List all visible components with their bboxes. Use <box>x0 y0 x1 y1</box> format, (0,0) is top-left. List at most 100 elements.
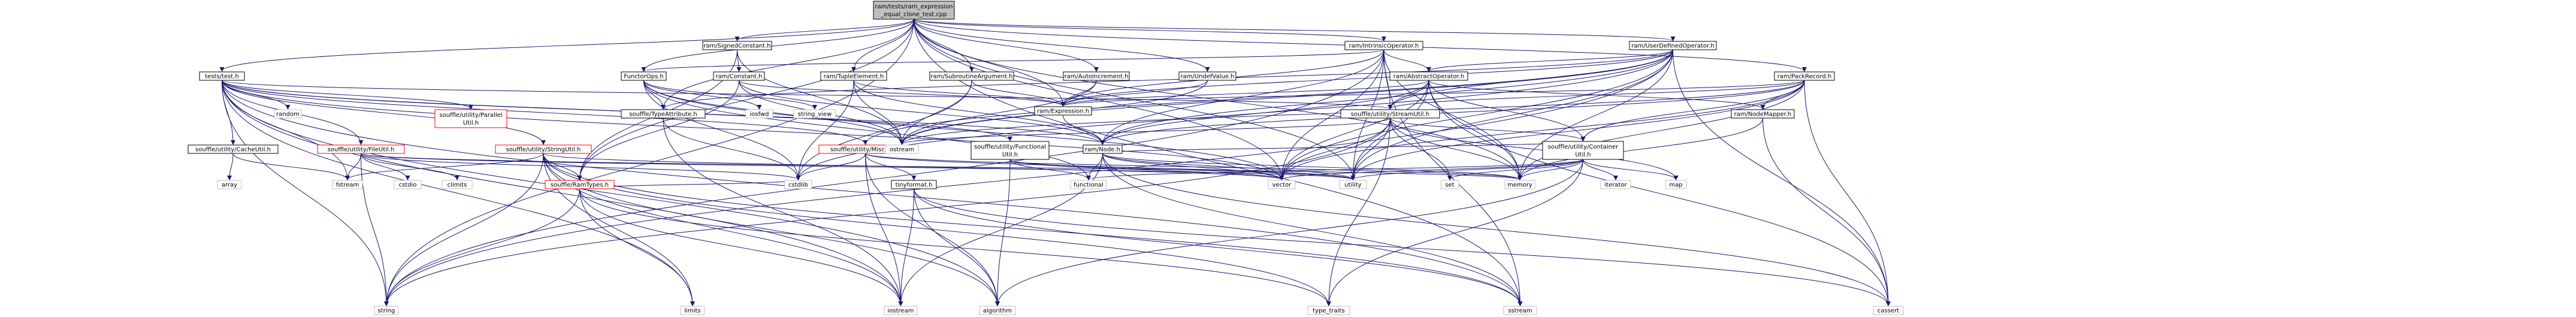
edge-souffle_FileUtil-to-cstdio <box>361 153 410 180</box>
node-ram-UserDefinedOperator[interactable]: ram/UserDefinedOperator.h <box>1629 41 1717 50</box>
edge-souffle_CacheUtil-to-array <box>227 153 234 180</box>
node-box <box>885 144 919 154</box>
edge-souffle_StreamUtil-to-memory <box>1390 117 1522 180</box>
node-label: ram/Node.h <box>1085 147 1120 153</box>
edge-FunctorOps-to-string_view <box>643 80 817 110</box>
node-label: memory <box>1507 182 1532 189</box>
edge-ram_UserDefinedOperator-to-ram_Node <box>1100 49 1673 145</box>
edge-ram_Constant-to-ram_Expression <box>739 80 1066 107</box>
node-label: random <box>276 111 300 118</box>
node-ram-Node[interactable]: ram/Node.h <box>1083 144 1123 154</box>
edge-ram_Node-to-vector <box>1102 153 1284 180</box>
node-box <box>545 180 615 189</box>
edge-root-to-string <box>384 19 914 306</box>
node-string-view: string_view <box>793 109 836 119</box>
node-ram-SubroutineArgument[interactable]: ram/SubroutineArgument.h <box>929 71 1014 81</box>
node-souffle-StringUtil[interactable]: souffle/utility/StringUtil.h <box>495 144 592 154</box>
node-ram-AbstractOperator[interactable]: ram/AbstractOperator.h <box>1389 71 1468 81</box>
edge-souffle_RamTypes-to-limits <box>579 188 695 306</box>
edge-souffle_StreamUtil-to-set <box>1390 117 1452 180</box>
edge-souffle_StreamUtil-to-map <box>1390 117 1679 180</box>
edge-ram_UserDefinedOperator-to-utility <box>1350 49 1673 180</box>
node-box <box>891 180 937 189</box>
node-box <box>274 109 302 119</box>
edge-ram_UserDefinedOperator-to-cassert <box>1673 49 1891 306</box>
edge-ram_UserDefinedOperator-to-ostream <box>899 49 1673 145</box>
node-ram-PackRecord[interactable]: ram/PackRecord.h <box>1774 71 1835 81</box>
edge-root-to-ram_UserDefinedOperator <box>914 19 1675 41</box>
node-box <box>1503 306 1537 315</box>
node-label: Util.h <box>1575 152 1591 158</box>
edge-tinyformat-to-algorithm <box>914 188 1000 306</box>
node-label: ram/IntrinsicOperator.h <box>1349 43 1419 50</box>
edge-ram_AbstractOperator-to-cassert <box>1428 80 1891 306</box>
node-label: Util.h <box>1002 152 1018 158</box>
node-memory: memory <box>1504 180 1535 189</box>
node-root[interactable]: ram/tests/ram_expression_equal_clone_tes… <box>873 1 955 20</box>
node-box <box>1063 71 1130 81</box>
node-box <box>793 109 836 119</box>
node-vector: vector <box>1268 180 1296 189</box>
node-ram-Expression[interactable]: ram/Expression.h <box>1034 106 1092 116</box>
edge-ram_UserDefinedOperator-to-souffle_TypeAttribute <box>661 49 1673 110</box>
node-souffle-RamTypes[interactable]: souffle/RamTypes.h <box>545 180 615 189</box>
node-ram-SignedConstant[interactable]: ram/SignedConstant.h <box>702 41 772 50</box>
node-tests-test[interactable]: tests/test.h <box>199 71 245 81</box>
edge-souffle_StreamUtil-to-type_traits <box>1326 117 1390 306</box>
node-iostream: iostream <box>884 306 918 315</box>
edge-ram_AbstractOperator-to-ram_Expression <box>1060 80 1429 107</box>
node-iterator: iterator <box>1600 180 1631 189</box>
node-ram-UndefValue[interactable]: ram/UndefValue.h <box>1178 71 1236 81</box>
node-tinyformat[interactable]: tinyformat.h <box>891 180 937 189</box>
node-label: iosfwd <box>750 111 769 118</box>
node-label: souffle/utility/MiscUtil.h <box>830 147 900 153</box>
node-ram-IntrinsicOperator[interactable]: ram/IntrinsicOperator.h <box>1344 41 1423 50</box>
node-box <box>442 180 473 189</box>
edge-ram_AbstractOperator-to-ram_Node <box>1100 80 1429 145</box>
node-souffle-TypeAttribute[interactable]: souffle/TypeAttribute.h <box>621 109 706 119</box>
edge-root-to-ram_AutoIncrement <box>914 19 1099 72</box>
edge-souffle_FunctionalUtil-to-algorithm <box>995 159 1011 306</box>
edge-souffle_RamTypes-to-string <box>384 188 580 306</box>
edge-souffle_MiscUtil-to-tinyformat <box>865 153 917 180</box>
edge-ram_AbstractOperator-to-utility <box>1350 80 1429 180</box>
node-souffle-FileUtil[interactable]: souffle/utility/FileUtil.h <box>317 144 405 154</box>
node-ram-TupleElement[interactable]: ram/TupleElement.h <box>820 71 887 81</box>
edge-tests_test-to-vector <box>222 80 1284 180</box>
node-ram-NodeMapper[interactable]: ram/NodeMapper.h <box>1731 109 1795 119</box>
node-box <box>1665 180 1687 189</box>
node-string: string <box>374 306 399 315</box>
node-label: Util.h <box>463 120 479 126</box>
edge-tests_test-to-algorithm <box>222 80 1000 306</box>
edge-souffle_FileUtil-to-climits <box>361 153 459 180</box>
node-ram-Constant[interactable]: ram/Constant.h <box>713 71 765 81</box>
node-box <box>621 71 667 81</box>
node-label: ram/tests/ram_expression <box>875 4 953 10</box>
node-ram-AutoIncrement[interactable]: ram/AutoIncrement.h <box>1063 71 1130 81</box>
edge-souffle_MiscUtil-to-utility <box>865 153 1356 180</box>
edge-souffle_RamTypes-to-type_traits <box>579 188 1331 306</box>
node-box <box>1344 41 1423 50</box>
node-cstdlib: cstdlib <box>784 180 812 189</box>
node-box <box>495 144 592 154</box>
edge-ram_PackRecord-to-ram_Node <box>1100 80 1805 145</box>
edge-ram_UserDefinedOperator-to-memory <box>1517 49 1673 180</box>
edge-ram_Node-to-memory <box>1102 153 1522 180</box>
node-box <box>1083 144 1123 154</box>
edge-ram_TupleElement-to-ram_Node <box>853 80 1105 145</box>
edge-souffle_StringUtil-to-vector <box>543 153 1284 180</box>
node-box <box>199 71 245 81</box>
node-box <box>1440 180 1459 189</box>
edge-souffle_ContainerUtil-to-set <box>1447 159 1583 180</box>
node-label: ram/UserDefinedOperator.h <box>1631 43 1715 50</box>
node-label: set <box>1445 182 1454 189</box>
node-FunctorOps[interactable]: FunctorOps.h <box>621 71 667 81</box>
edge-ram_SubroutineArgument-to-cstdlib <box>796 80 972 180</box>
node-souffle-CacheUtil[interactable]: souffle/utility/CacheUtil.h <box>188 144 279 154</box>
edge-ram_PackRecord-to-cassert <box>1804 80 1891 306</box>
node-souffle-StreamUtil[interactable]: souffle/utility/StreamUtil.h <box>1340 109 1440 119</box>
node-label: _equal_clone_test.cpp <box>880 11 947 18</box>
